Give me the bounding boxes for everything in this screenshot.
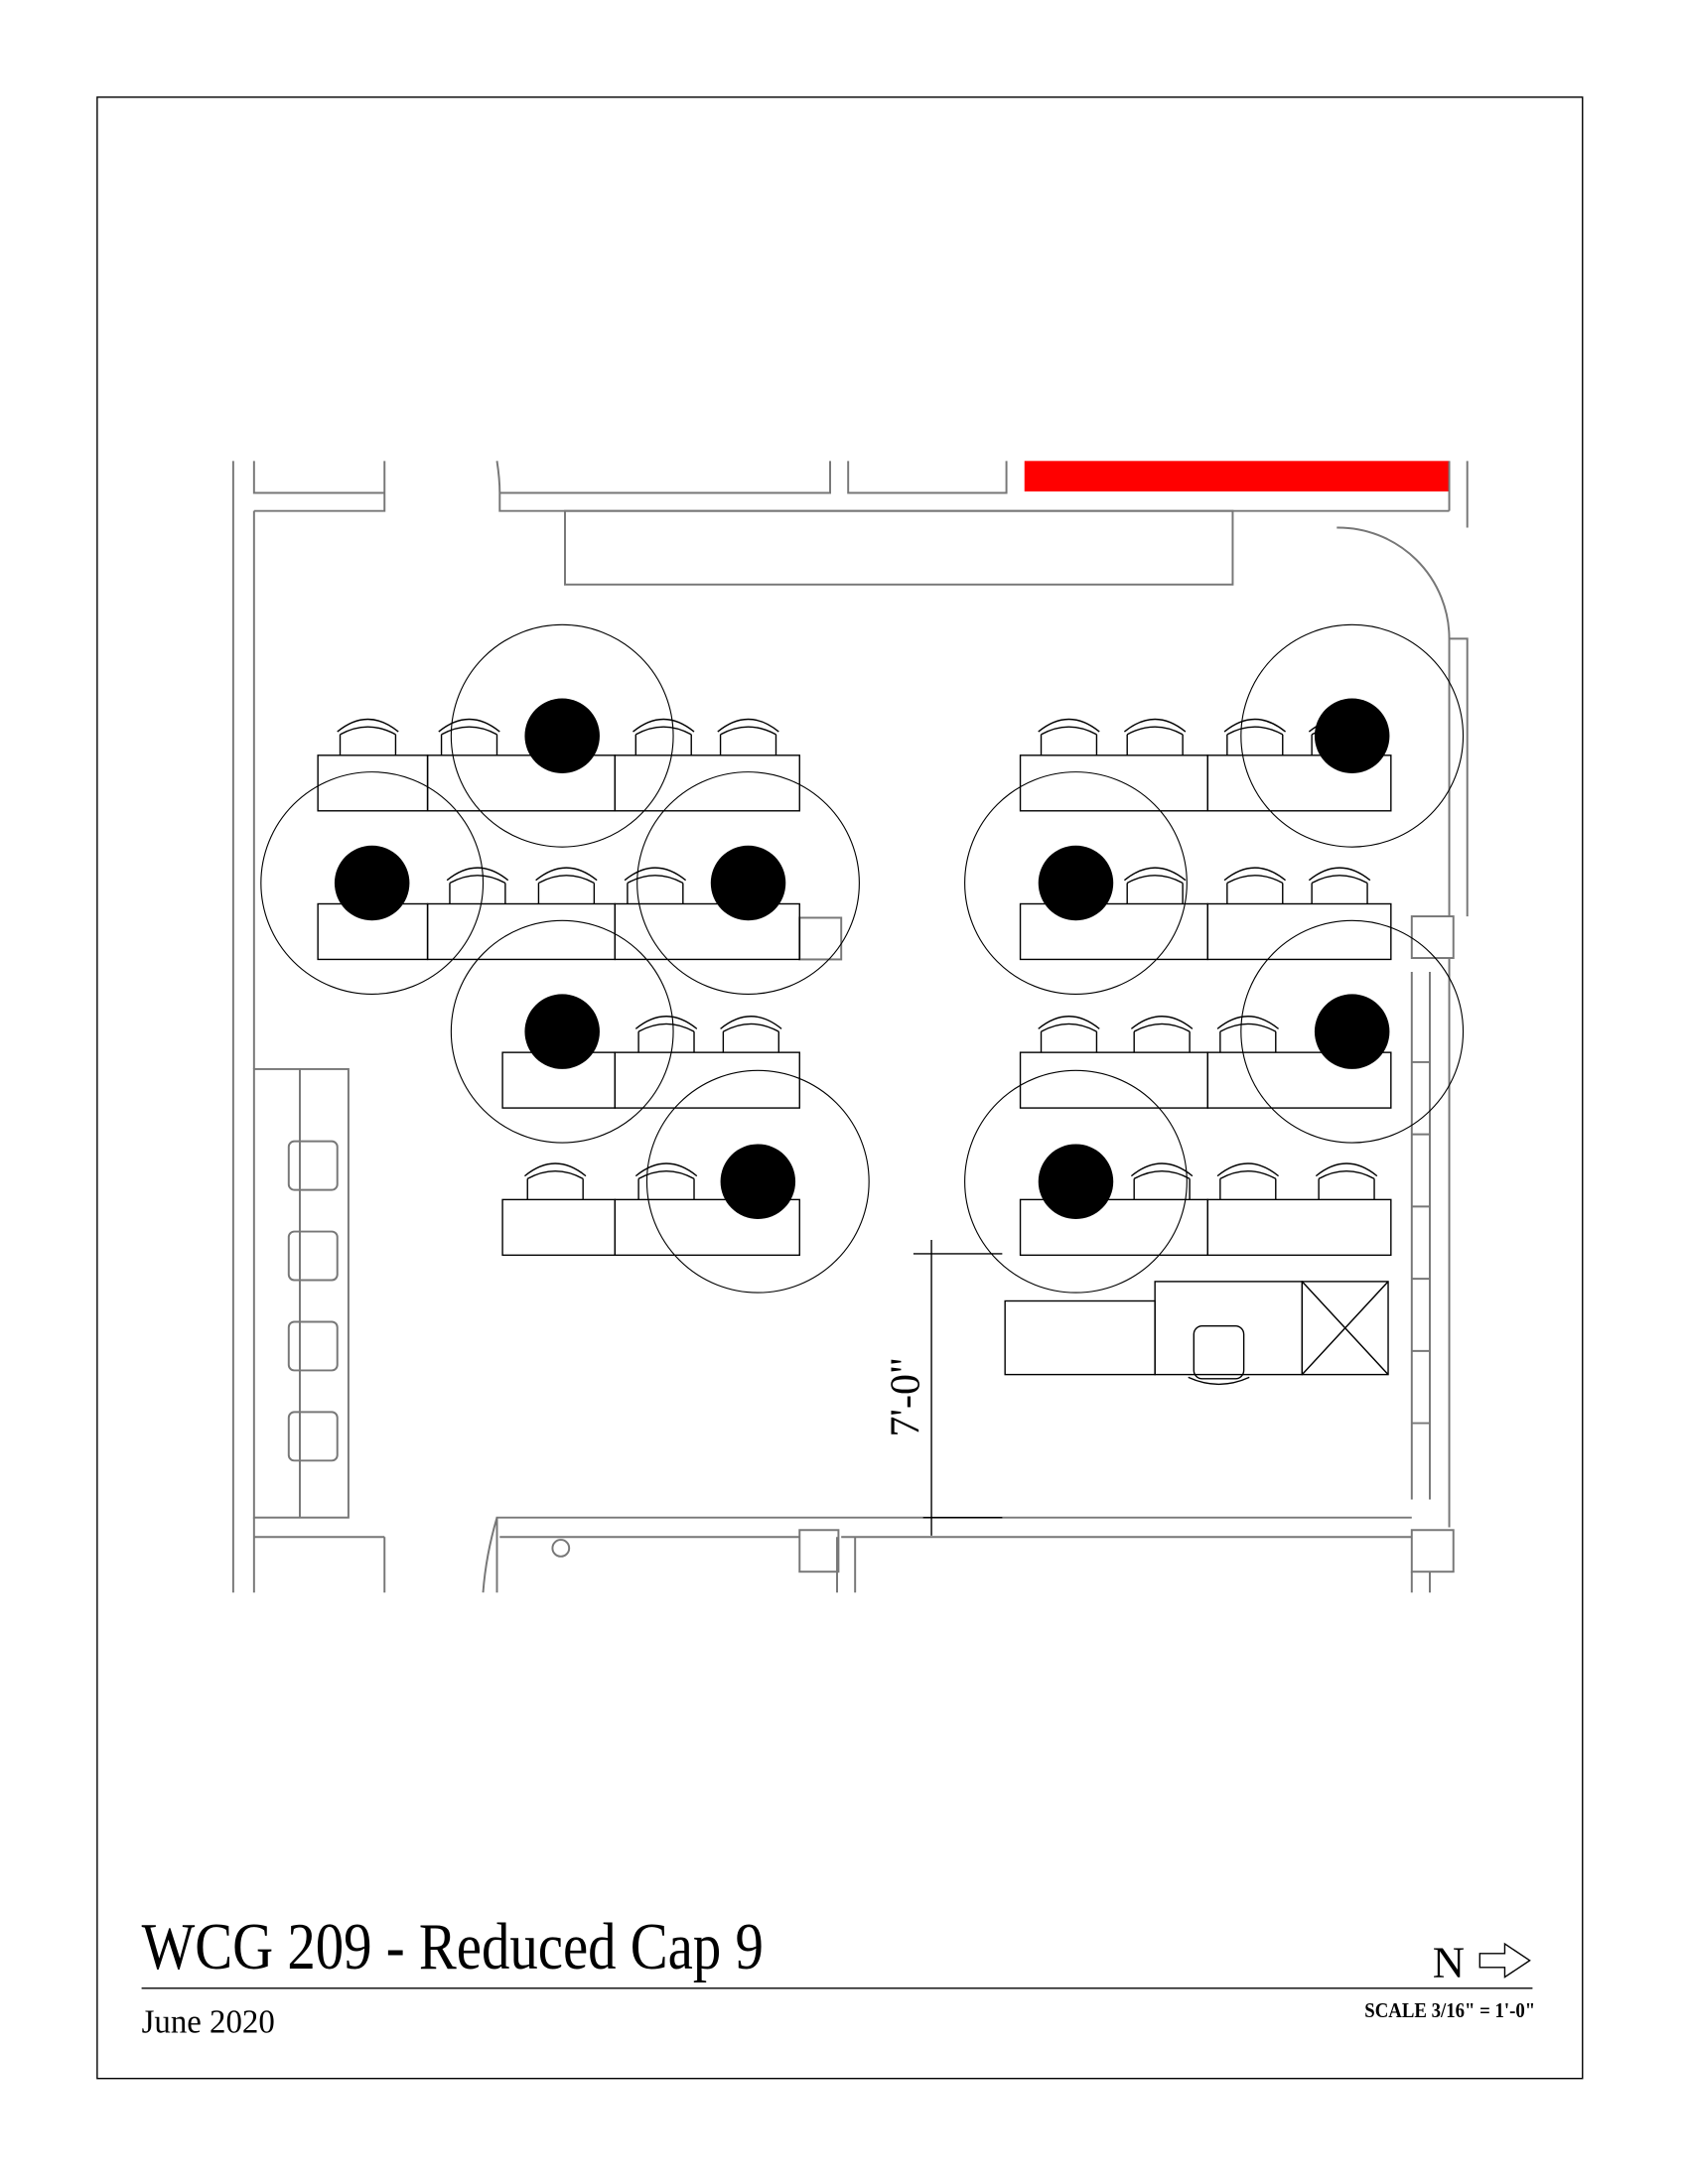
occupant-marker xyxy=(720,1144,796,1219)
desk xyxy=(614,754,800,812)
chair xyxy=(1308,867,1371,904)
desk xyxy=(317,754,429,812)
chair xyxy=(720,1016,782,1053)
desk xyxy=(614,1051,800,1109)
chair xyxy=(1216,1162,1280,1200)
chair xyxy=(1038,1016,1100,1053)
counter xyxy=(564,509,1234,586)
desk xyxy=(501,1198,617,1257)
distancing-radius xyxy=(450,919,674,1144)
occupant-marker xyxy=(710,845,786,921)
desk xyxy=(614,902,800,961)
bench xyxy=(252,1067,350,1519)
dimension-label: 7'-0" xyxy=(884,1357,929,1437)
occupied-seats xyxy=(260,623,1465,1294)
distancing-radius xyxy=(636,771,860,995)
occupant-marker xyxy=(1314,698,1390,774)
chair xyxy=(1123,718,1187,755)
walls xyxy=(231,461,1469,1593)
date-label: June 2020 xyxy=(142,2004,275,2041)
chair xyxy=(1223,718,1287,755)
desk xyxy=(1206,902,1392,961)
chair xyxy=(1123,867,1187,904)
chair xyxy=(1038,718,1100,755)
occupant-marker xyxy=(1314,994,1390,1069)
occupied-seat xyxy=(450,919,674,1144)
chair xyxy=(1223,867,1287,904)
desk xyxy=(1206,754,1392,812)
occupant-marker xyxy=(334,845,410,921)
chair xyxy=(633,718,695,755)
chair xyxy=(1130,1016,1194,1053)
chair xyxy=(634,1162,698,1200)
chair xyxy=(1315,1162,1378,1200)
distancing-radius xyxy=(450,623,674,848)
desk xyxy=(1019,1198,1208,1257)
north-arrow-icon xyxy=(1478,1942,1531,1979)
sheet-border xyxy=(96,96,1584,2080)
occupied-seat xyxy=(260,771,485,995)
scale-label: SCALE 3/16" = 1'-0" xyxy=(1364,1998,1535,2022)
chair xyxy=(1216,1016,1280,1053)
occupied-seat xyxy=(450,623,674,848)
chair xyxy=(624,867,687,904)
distancing-radius xyxy=(964,1069,1188,1294)
occupant-marker xyxy=(1038,1144,1114,1219)
occupant-marker xyxy=(524,994,600,1069)
chair xyxy=(337,718,399,755)
north-label: N xyxy=(1433,1938,1465,1987)
instructor-chair xyxy=(1193,1324,1245,1380)
occupied-seat xyxy=(964,1069,1188,1294)
desk xyxy=(1019,902,1208,961)
chair xyxy=(524,1162,587,1200)
occupant-marker xyxy=(524,698,600,774)
desk xyxy=(1206,1198,1392,1257)
distancing-radius xyxy=(1240,623,1465,848)
chair xyxy=(634,1016,698,1053)
occupied-seat xyxy=(1240,919,1465,1144)
chairs xyxy=(337,718,1378,1200)
highlighted-wall xyxy=(1024,461,1450,492)
desk xyxy=(614,1198,800,1257)
dimension-line: 7'-0" xyxy=(884,1239,1003,1536)
occupied-seat xyxy=(636,771,860,995)
desk xyxy=(426,902,617,961)
desk xyxy=(1019,1051,1208,1109)
instructor-station xyxy=(1004,1281,1389,1386)
chair xyxy=(717,718,779,755)
page-title: WCG 209 - Reduced Cap 9 xyxy=(142,1909,764,1983)
distancing-radius xyxy=(645,1069,870,1294)
distancing-radius xyxy=(964,771,1188,995)
desk xyxy=(1206,1051,1392,1109)
occupied-seat xyxy=(1240,623,1465,848)
occupied-seat xyxy=(645,1069,870,1294)
chair xyxy=(535,867,598,904)
chair xyxy=(1130,1162,1194,1200)
desks xyxy=(317,754,1392,1257)
occupied-seat xyxy=(964,771,1188,995)
chair xyxy=(446,867,509,904)
distancing-radius xyxy=(260,771,485,995)
distancing-radius xyxy=(1240,919,1465,1144)
desk xyxy=(1019,754,1208,812)
occupant-marker xyxy=(1038,845,1114,921)
chair xyxy=(438,718,500,755)
